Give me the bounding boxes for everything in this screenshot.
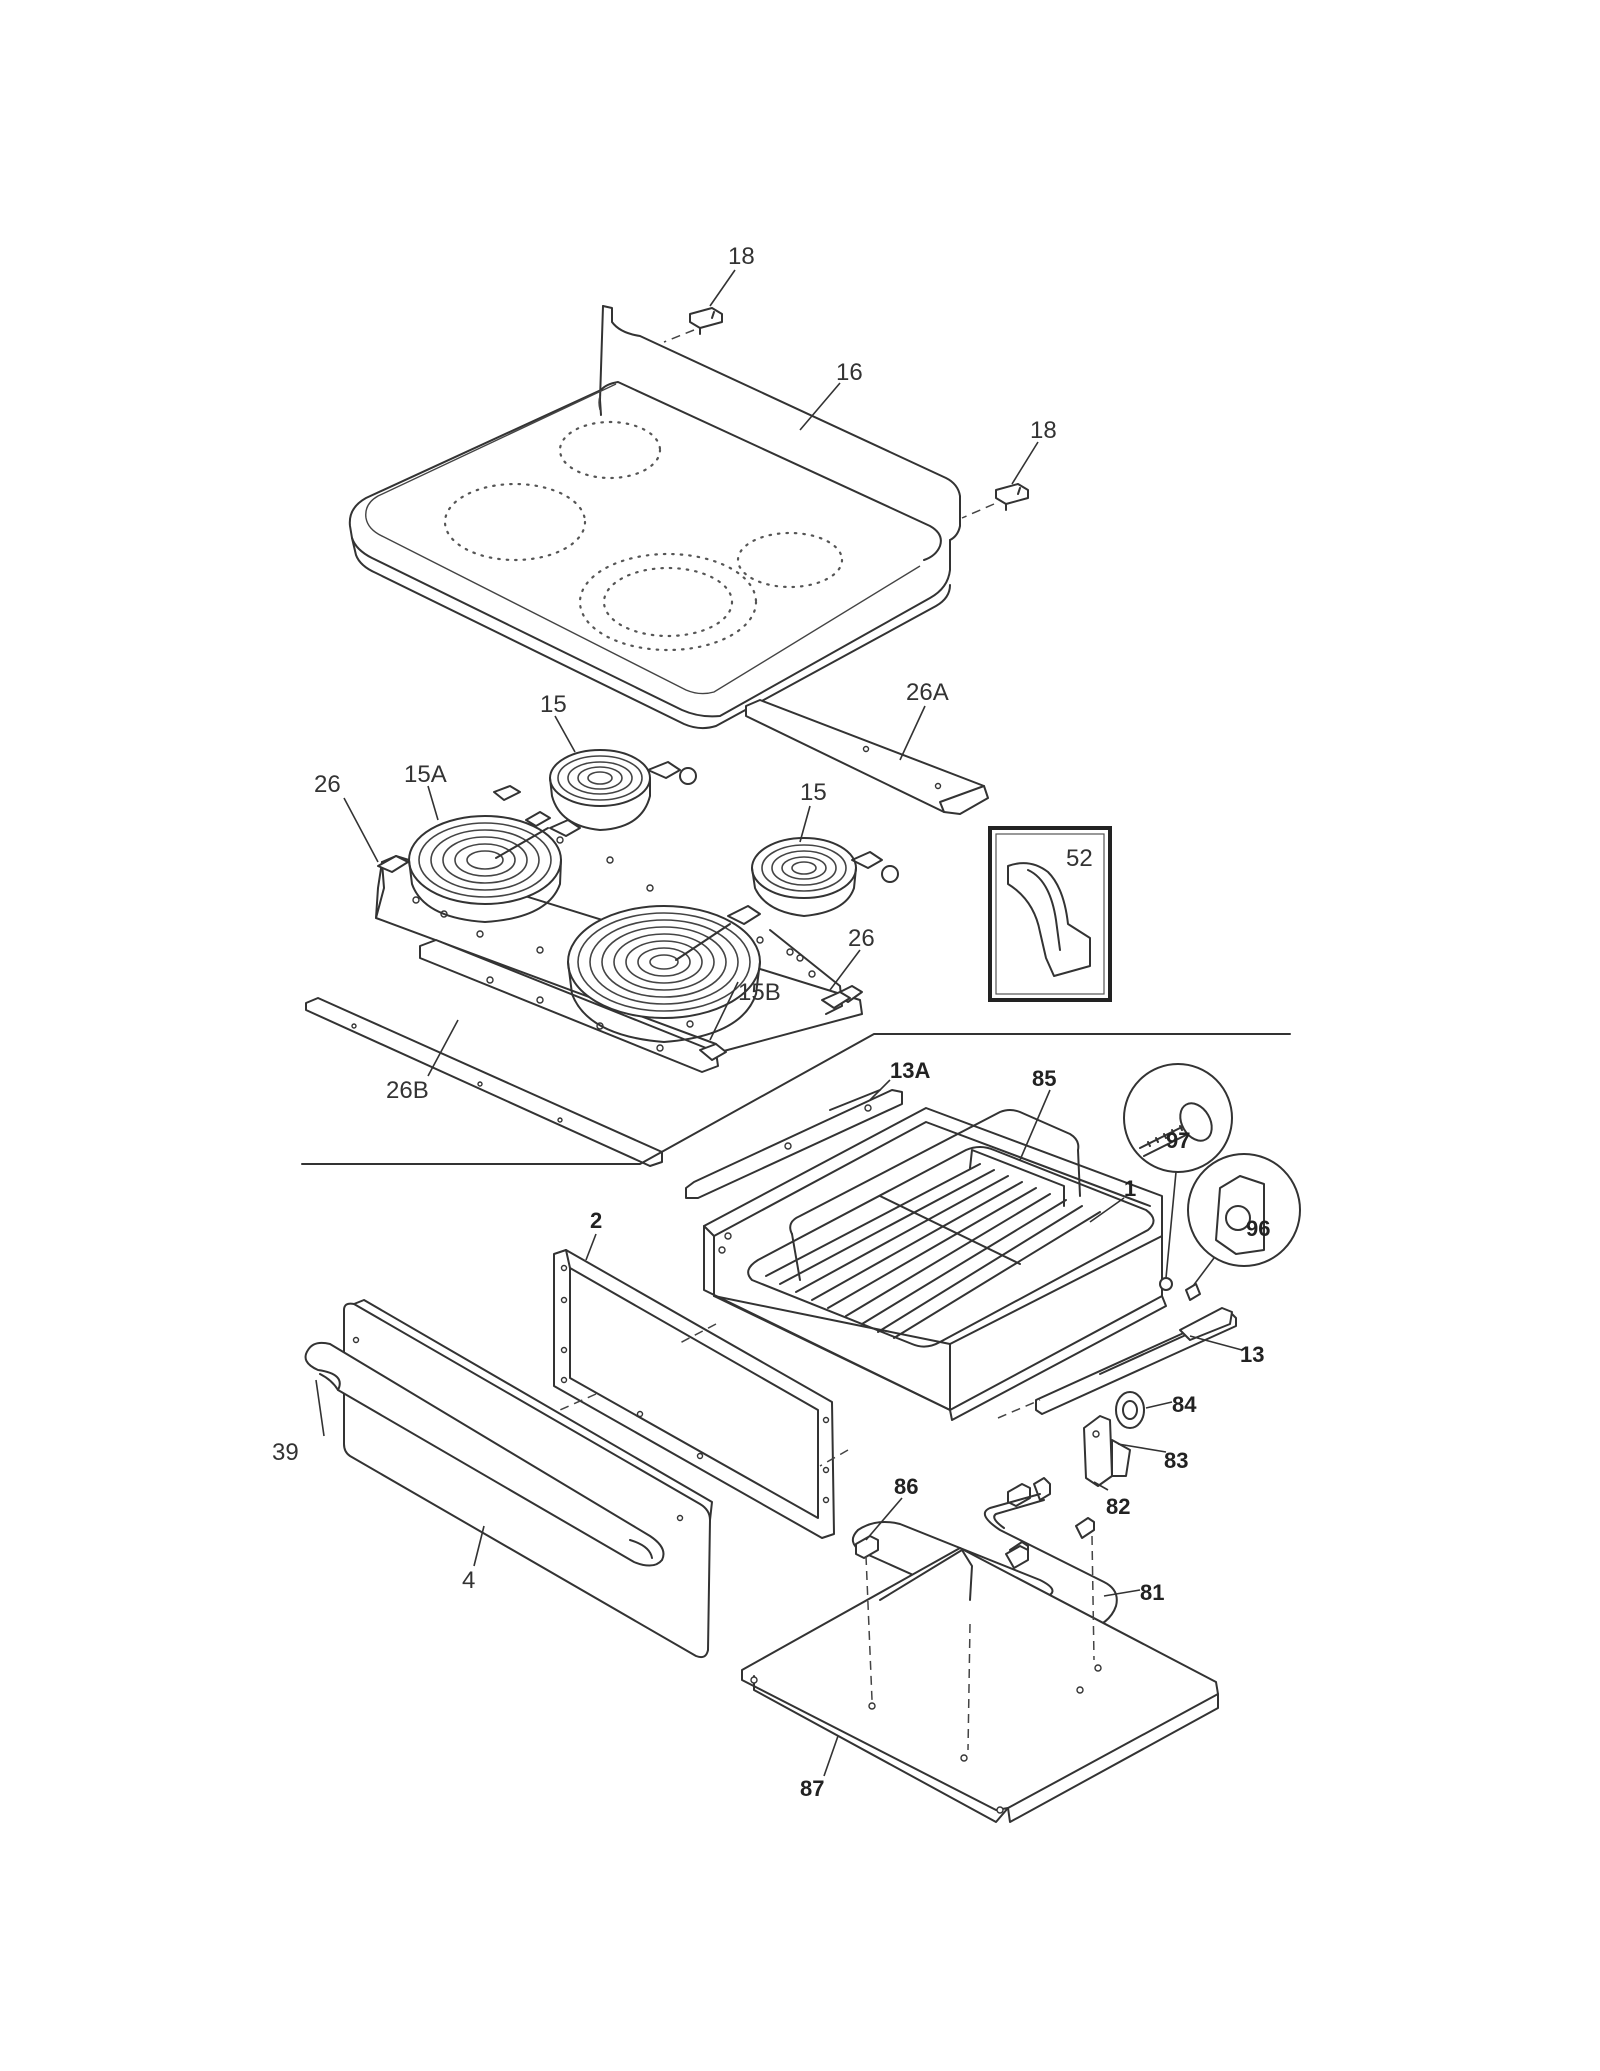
callout-86: 86 xyxy=(894,1474,918,1499)
drawer-liner-frame xyxy=(553,1249,835,1539)
callout-87: 87 xyxy=(800,1776,824,1801)
callout-83: 83 xyxy=(1164,1448,1188,1473)
callout-16: 16 xyxy=(836,359,863,386)
callout-26b: 26B xyxy=(386,1077,429,1104)
element-15-rear xyxy=(549,749,697,831)
inset-box-52 xyxy=(988,826,1112,1002)
callout-81: 81 xyxy=(1140,1580,1164,1605)
callout-26-left: 26 xyxy=(314,771,341,798)
element-15b-large xyxy=(567,905,761,1043)
rail-13a xyxy=(685,1089,903,1199)
callout-15-left: 15 xyxy=(540,691,567,718)
strip-26b xyxy=(305,997,663,1167)
callout-39: 39 xyxy=(272,1439,299,1466)
callout-82: 82 xyxy=(1106,1494,1130,1519)
callout-15b: 15B xyxy=(738,979,781,1006)
callout-97: 97 xyxy=(1166,1128,1190,1153)
callout-4: 4 xyxy=(462,1567,475,1594)
oven-rack xyxy=(747,1109,1155,1348)
element-15a-left xyxy=(408,815,581,923)
clip-right xyxy=(995,483,1029,511)
callout-1: 1 xyxy=(1124,1176,1136,1201)
drawer-handle xyxy=(304,1341,665,1567)
callout-13: 13 xyxy=(1240,1342,1264,1367)
cooktop-glass-top xyxy=(348,305,961,730)
bubble-97-screw xyxy=(1123,1063,1233,1291)
bracket-26-right xyxy=(769,929,851,1015)
drawer-glide-13 xyxy=(1035,1307,1237,1415)
receptacle-84 xyxy=(1115,1391,1145,1429)
callout-15-right: 15 xyxy=(800,779,827,806)
clip-top xyxy=(689,307,723,335)
element-15-right xyxy=(751,837,899,917)
callout-15a: 15A xyxy=(404,761,447,788)
bracket-83 xyxy=(1083,1415,1131,1487)
bracket-26a xyxy=(745,699,989,815)
callout-18-top: 18 xyxy=(728,243,755,270)
callout-13a: 13A xyxy=(890,1058,930,1083)
callout-26a: 26A xyxy=(906,679,949,706)
callout-85: 85 xyxy=(1032,1066,1056,1091)
callout-84: 84 xyxy=(1172,1392,1197,1417)
bubble-96-bracket xyxy=(1185,1153,1301,1301)
drawer-box xyxy=(703,1104,1167,1421)
callout-26-right: 26 xyxy=(848,925,875,952)
callout-2: 2 xyxy=(590,1208,602,1233)
callout-18-right: 18 xyxy=(1030,417,1057,444)
section-divider xyxy=(301,1033,1291,1165)
bottom-pan xyxy=(741,1547,1219,1823)
callout-52: 52 xyxy=(1066,845,1093,872)
callout-96: 96 xyxy=(1246,1216,1270,1241)
